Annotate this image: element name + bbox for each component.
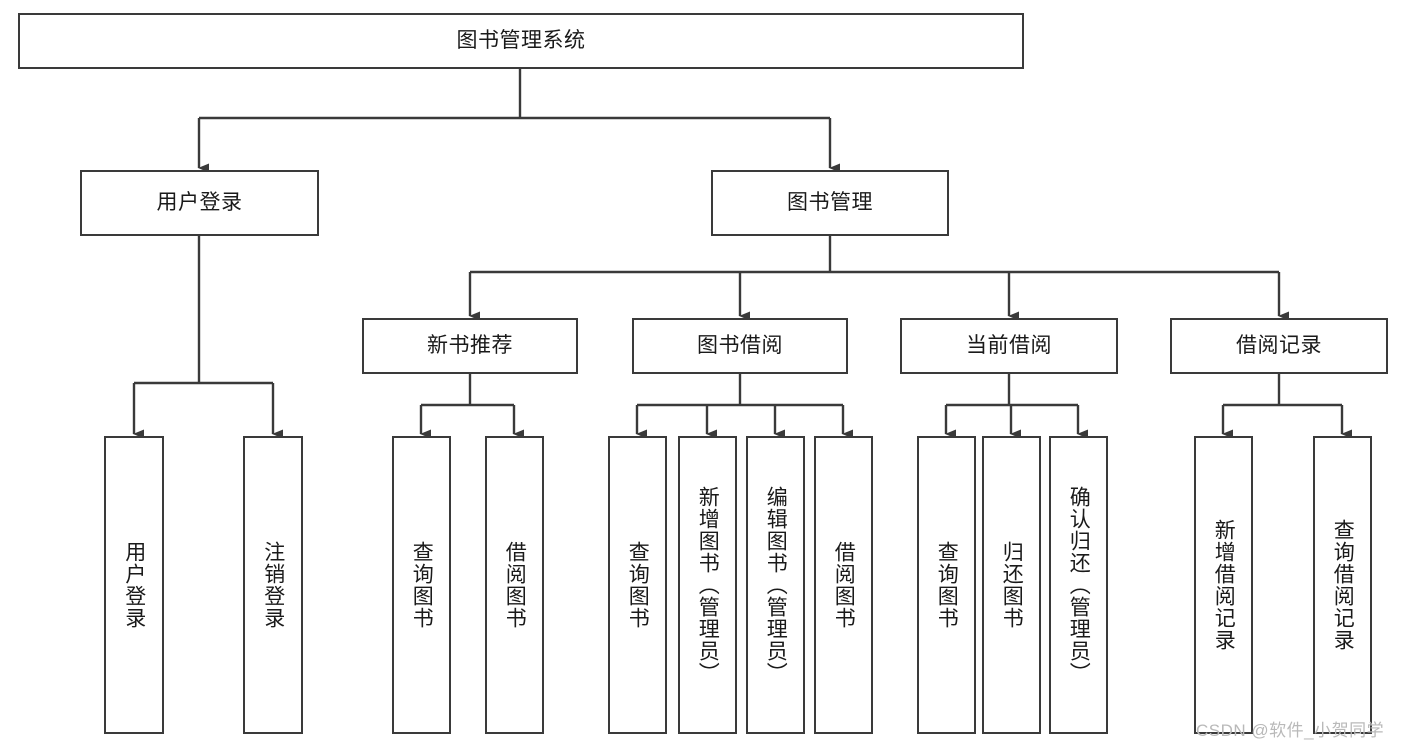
edges xyxy=(132,69,1352,439)
node-leaf-11-label: 确认归还（管理员） xyxy=(1067,486,1091,684)
node-leaf-7-label: 编辑图书（管理员） xyxy=(764,486,788,684)
node-leaf-4-label: 借阅图书 xyxy=(503,541,527,629)
node-leaf-10-label: 归还图书 xyxy=(1000,541,1024,629)
node-leaf-6-label: 新增图书（管理员） xyxy=(696,486,720,684)
node-leaf-11[interactable]: 确认归还（管理员） xyxy=(1049,436,1108,734)
node-leaf-13-label: 查询借阅记录 xyxy=(1331,519,1355,651)
node-l1-1[interactable]: 用户登录 xyxy=(80,170,319,236)
node-leaf-8-label: 借阅图书 xyxy=(832,541,856,629)
node-root-system[interactable]: 图书管理系统 xyxy=(18,13,1024,69)
node-leaf-3-label: 查询图书 xyxy=(410,541,434,629)
node-leaf-2[interactable]: 注销登录 xyxy=(243,436,303,734)
node-leaf-5[interactable]: 查询图书 xyxy=(608,436,667,734)
node-leaf-12[interactable]: 新增借阅记录 xyxy=(1194,436,1253,734)
node-leaf-10[interactable]: 归还图书 xyxy=(982,436,1041,734)
node-leaf-13[interactable]: 查询借阅记录 xyxy=(1313,436,1372,734)
node-l2-3-label: 当前借阅 xyxy=(966,334,1052,358)
node-l2-1[interactable]: 新书推荐 xyxy=(362,318,578,374)
node-l1-1-label: 用户登录 xyxy=(156,191,243,215)
node-l1-2-label: 图书管理 xyxy=(787,191,873,215)
node-leaf-5-label: 查询图书 xyxy=(626,541,650,629)
node-leaf-1[interactable]: 用户登录 xyxy=(104,436,164,734)
node-l2-4-label: 借阅记录 xyxy=(1236,334,1322,358)
node-leaf-9-label: 查询图书 xyxy=(935,541,959,629)
node-leaf-1-label: 用户登录 xyxy=(122,541,146,629)
node-leaf-9[interactable]: 查询图书 xyxy=(917,436,976,734)
node-leaf-4[interactable]: 借阅图书 xyxy=(485,436,544,734)
node-l2-3[interactable]: 当前借阅 xyxy=(900,318,1118,374)
node-l2-4[interactable]: 借阅记录 xyxy=(1170,318,1388,374)
node-root-system-label: 图书管理系统 xyxy=(456,29,586,53)
node-leaf-3[interactable]: 查询图书 xyxy=(392,436,451,734)
node-leaf-8[interactable]: 借阅图书 xyxy=(814,436,873,734)
node-l1-2[interactable]: 图书管理 xyxy=(711,170,949,236)
node-l2-1-label: 新书推荐 xyxy=(427,334,513,358)
node-leaf-2-label: 注销登录 xyxy=(261,541,285,629)
node-leaf-7[interactable]: 编辑图书（管理员） xyxy=(746,436,805,734)
node-l2-2[interactable]: 图书借阅 xyxy=(632,318,848,374)
node-l2-2-label: 图书借阅 xyxy=(697,334,783,358)
node-leaf-12-label: 新增借阅记录 xyxy=(1212,519,1236,651)
node-leaf-6[interactable]: 新增图书（管理员） xyxy=(678,436,737,734)
